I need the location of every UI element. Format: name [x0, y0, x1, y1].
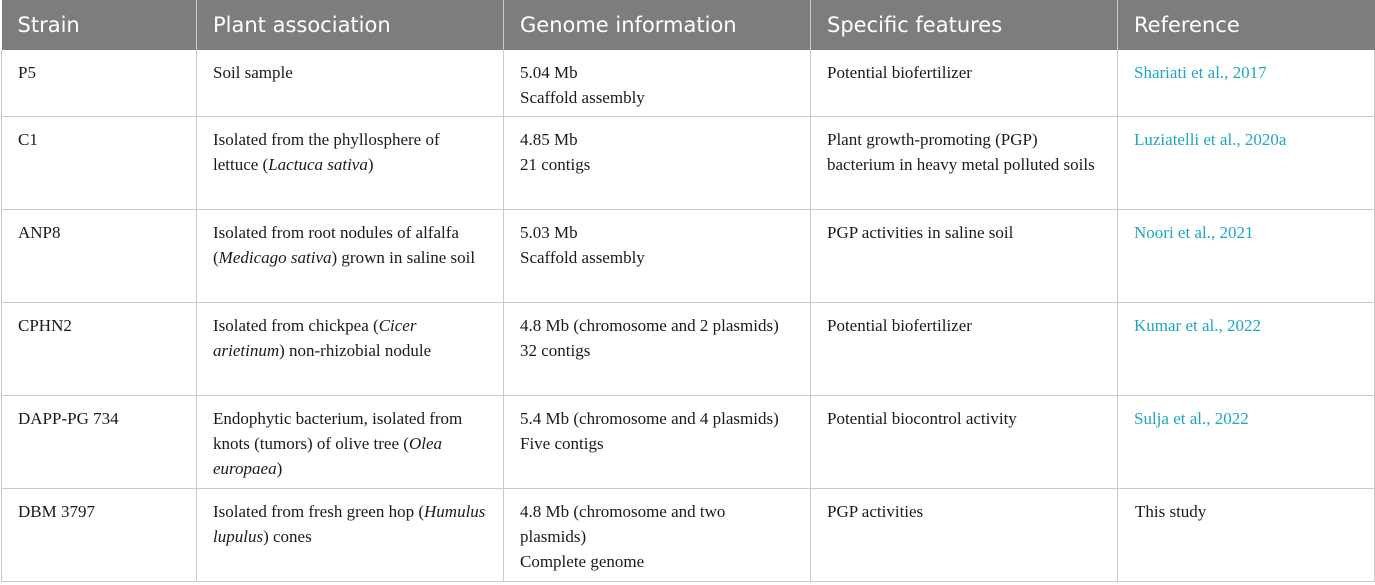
reference-cell: Luziatelli et al., 2020a: [1117, 116, 1375, 210]
plant-species: Humulus lupulus: [213, 502, 486, 546]
genome-info-cell: 5.04 Mb Scaffold assembly: [503, 50, 811, 117]
plant-text-tail: ): [367, 155, 374, 174]
reference-link[interactable]: Shariati et al., 2017: [1134, 63, 1267, 82]
specific-features-cell: PGP activities in saline soil: [810, 209, 1118, 303]
specific-features-cell: Plant growth-promoting (PGP) bacterium i…: [810, 116, 1118, 210]
specific-features-cell: Potential biocontrol activity: [810, 395, 1118, 489]
plant-text-tail: ) cones: [263, 527, 312, 546]
reference-link[interactable]: Kumar et al., 2022: [1134, 316, 1261, 335]
table-row: ANP8 Isolated from root nodules of alfal…: [1, 209, 1375, 303]
genome-size: 4.8 Mb (chromosome and two plasmids): [520, 502, 726, 546]
table-row: C1 Isolated from the phyllosphere of let…: [1, 116, 1375, 210]
plant-association-cell: Isolated from root nodules of alfalfa (M…: [196, 209, 504, 303]
specific-features-cell: Potential biofertilizer: [810, 302, 1118, 396]
genome-assembly: Scaffold assembly: [520, 248, 645, 267]
plant-association-cell: Isolated from chickpea (Cicer arietinum)…: [196, 302, 504, 396]
reference-cell: Noori et al., 2021: [1117, 209, 1375, 303]
genome-info-cell: 5.4 Mb (chromosome and 4 plasmids) Five c…: [503, 395, 811, 489]
plant-species: Olea europaea: [213, 434, 442, 478]
reference-cell: This study: [1117, 488, 1375, 582]
plant-species: Lactuca sativa: [268, 155, 368, 174]
specific-features-cell: PGP activities: [810, 488, 1118, 582]
plant-text-tail: ) non-rhizobial nodule: [279, 341, 432, 360]
header-strain: Strain: [1, 0, 197, 50]
reference-link[interactable]: Noori et al., 2021: [1134, 223, 1254, 242]
table-header: Strain Plant association Genome informat…: [1, 0, 1375, 50]
plant-text: Isolated from fresh green hop (: [213, 502, 425, 521]
strain-cell: CPHN2: [1, 302, 197, 396]
plant-text: Endophytic bacterium, isolated from knot…: [213, 409, 463, 453]
genome-size: 5.4 Mb (chromosome and 4 plasmids): [520, 409, 779, 428]
genome-assembly: 21 contigs: [520, 155, 591, 174]
genome-size: 4.8 Mb (chromosome and 2 plasmids): [520, 316, 779, 335]
reference-cell: Kumar et al., 2022: [1117, 302, 1375, 396]
header-row: Strain Plant association Genome informat…: [1, 0, 1375, 50]
strain-cell: P5: [1, 50, 197, 117]
genome-info-cell: 4.8 Mb (chromosome and two plasmids) Comp…: [503, 488, 811, 582]
genome-assembly: Five contigs: [520, 434, 604, 453]
genome-size: 5.03 Mb: [520, 223, 578, 242]
plant-association-cell: Isolated from the phyllosphere of lettuc…: [196, 116, 504, 210]
genome-assembly: Complete genome: [520, 552, 645, 571]
plant-text-tail: ) grown in saline soil: [331, 248, 476, 267]
reference-link[interactable]: Luziatelli et al., 2020a: [1134, 130, 1287, 149]
header-plant-association: Plant association: [196, 0, 504, 50]
plant-association-cell: Isolated from fresh green hop (Humulus l…: [196, 488, 504, 582]
table-row: DAPP-PG 734 Endophytic bacterium, isolat…: [1, 395, 1375, 489]
strain-cell: DAPP-PG 734: [1, 395, 197, 489]
strain-cell: C1: [1, 116, 197, 210]
genome-size: 4.85 Mb: [520, 130, 578, 149]
reference-cell: Sulja et al., 2022: [1117, 395, 1375, 489]
specific-features-cell: Potential biofertilizer: [810, 50, 1118, 117]
header-reference: Reference: [1117, 0, 1375, 50]
plant-association-cell: Endophytic bacterium, isolated from knot…: [196, 395, 504, 489]
reference-text: This study: [1135, 502, 1207, 521]
header-genome-information: Genome information: [503, 0, 811, 50]
plant-text: Isolated from root nodules of alfalfa (: [213, 223, 459, 267]
plant-text-tail: ): [276, 459, 283, 478]
plant-text: Isolated from the phyllosphere of lettuc…: [213, 130, 440, 174]
genome-info-cell: 4.8 Mb (chromosome and 2 plasmids) 32 con…: [503, 302, 811, 396]
header-specific-features: Specific features: [810, 0, 1118, 50]
genome-size: 5.04 Mb: [520, 63, 578, 82]
plant-text: Soil sample: [213, 63, 293, 82]
strain-cell: ANP8: [1, 209, 197, 303]
genome-assembly: 32 contigs: [520, 341, 591, 360]
plant-species: Cicer arietinum: [213, 316, 417, 360]
genome-assembly: Scaffold assembly: [520, 88, 645, 107]
table-row: CPHN2 Isolated from chickpea (Cicer arie…: [1, 302, 1375, 396]
genome-info-cell: 4.85 Mb 21 contigs: [503, 116, 811, 210]
plant-text: Isolated from chickpea (: [213, 316, 379, 335]
reference-link[interactable]: Sulja et al., 2022: [1134, 409, 1249, 428]
reference-cell: Shariati et al., 2017: [1117, 50, 1375, 117]
plant-species: Medicago sativa: [218, 248, 332, 267]
genome-info-cell: 5.03 Mb Scaffold assembly: [503, 209, 811, 303]
strain-cell: DBM 3797: [1, 488, 197, 582]
plant-association-cell: Soil sample: [196, 50, 504, 117]
table-row: DBM 3797 Isolated from fresh green hop (…: [1, 488, 1375, 582]
